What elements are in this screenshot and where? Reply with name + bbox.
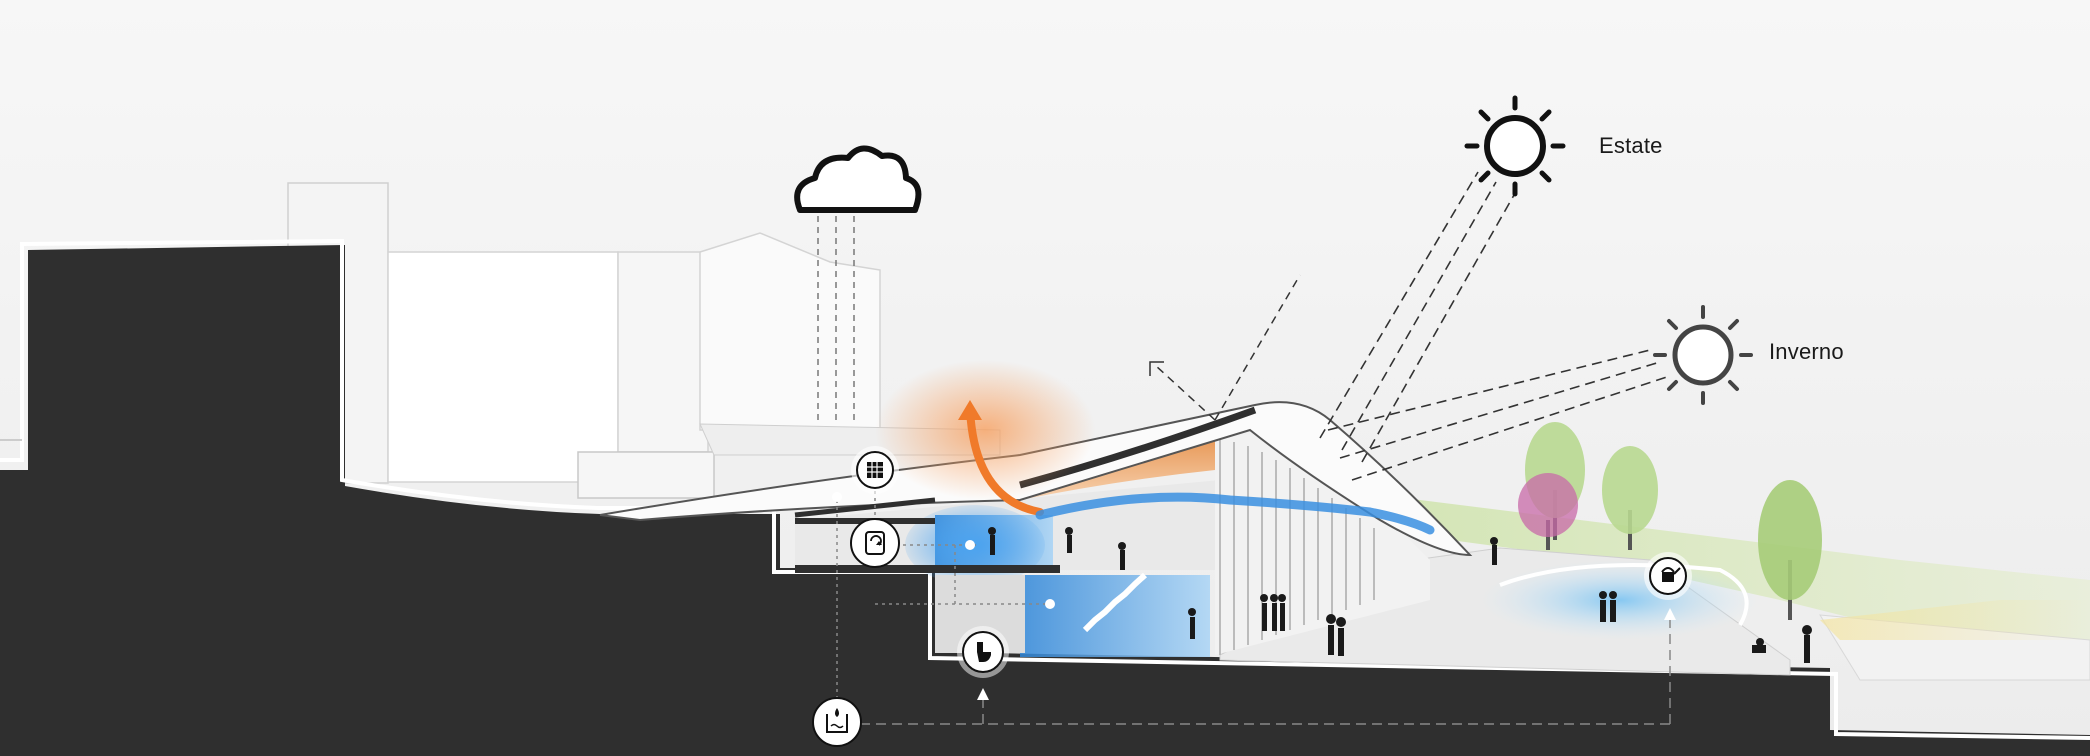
toilet-icon <box>957 626 1009 678</box>
watering-can-icon <box>1644 552 1692 600</box>
ground-outline <box>0 238 2090 740</box>
sun-winter-icon <box>1653 305 1753 405</box>
warm-air-arrowhead <box>958 400 982 420</box>
winter-label: Inverno <box>1769 339 1844 364</box>
water-tank-icon <box>812 697 862 747</box>
warm-air-glow <box>875 360 1095 500</box>
solar-panel-icon <box>851 446 899 494</box>
cloud-icon <box>794 145 922 420</box>
winter-rays <box>1327 349 1671 481</box>
people <box>988 527 1812 663</box>
warm-air-arrow <box>966 406 1044 516</box>
ground-section <box>0 245 2090 756</box>
summer-label: Estate <box>1599 133 1663 158</box>
water-pool <box>1480 560 1760 640</box>
vent-line <box>1214 274 1301 421</box>
cool-air-flow <box>1035 492 1435 535</box>
trees <box>1518 422 1822 620</box>
recycle-icon <box>850 518 900 568</box>
sun-summer-icon <box>1464 95 1566 197</box>
summer-rays <box>1319 171 1515 463</box>
